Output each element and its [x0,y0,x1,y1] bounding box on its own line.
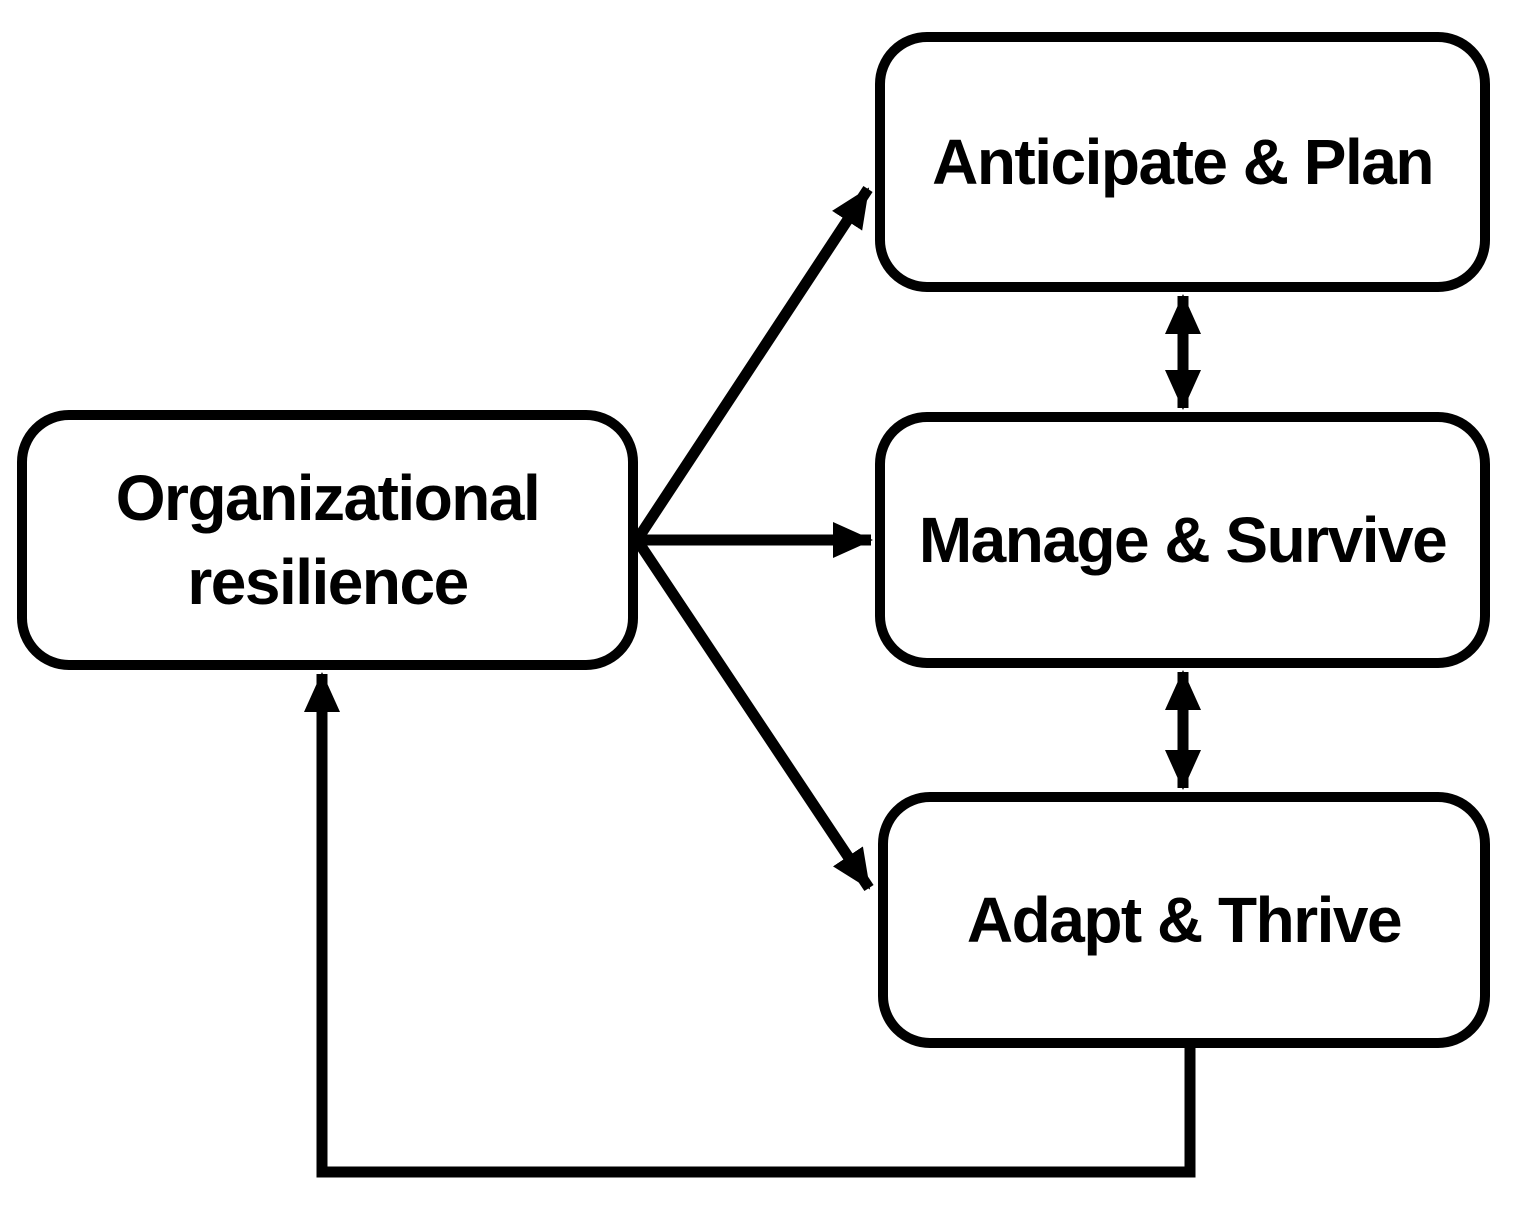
edge-resilience-to-adapt-arrow [632,536,874,892]
node-organizational-resilience-label-line2: resilience [187,546,469,618]
node-adapt-thrive-label: Adapt & Thrive [966,883,1403,956]
node-anticipate-plan-label: Anticipate & Plan [932,125,1434,198]
edge-adapt-feedback-to-resilience-arrow [304,672,1196,1178]
node-anticipate-plan: Anticipate & Plan [875,32,1490,292]
node-organizational-resilience: Organizational resilience [17,410,638,670]
edge-resilience-to-anticipate-arrow [632,185,873,544]
node-adapt-thrive: Adapt & Thrive [878,792,1490,1048]
node-organizational-resilience-label-line1: Organizational [115,461,541,534]
node-manage-survive-label: Manage & Survive [918,503,1448,576]
node-manage-survive: Manage & Survive [875,412,1490,668]
